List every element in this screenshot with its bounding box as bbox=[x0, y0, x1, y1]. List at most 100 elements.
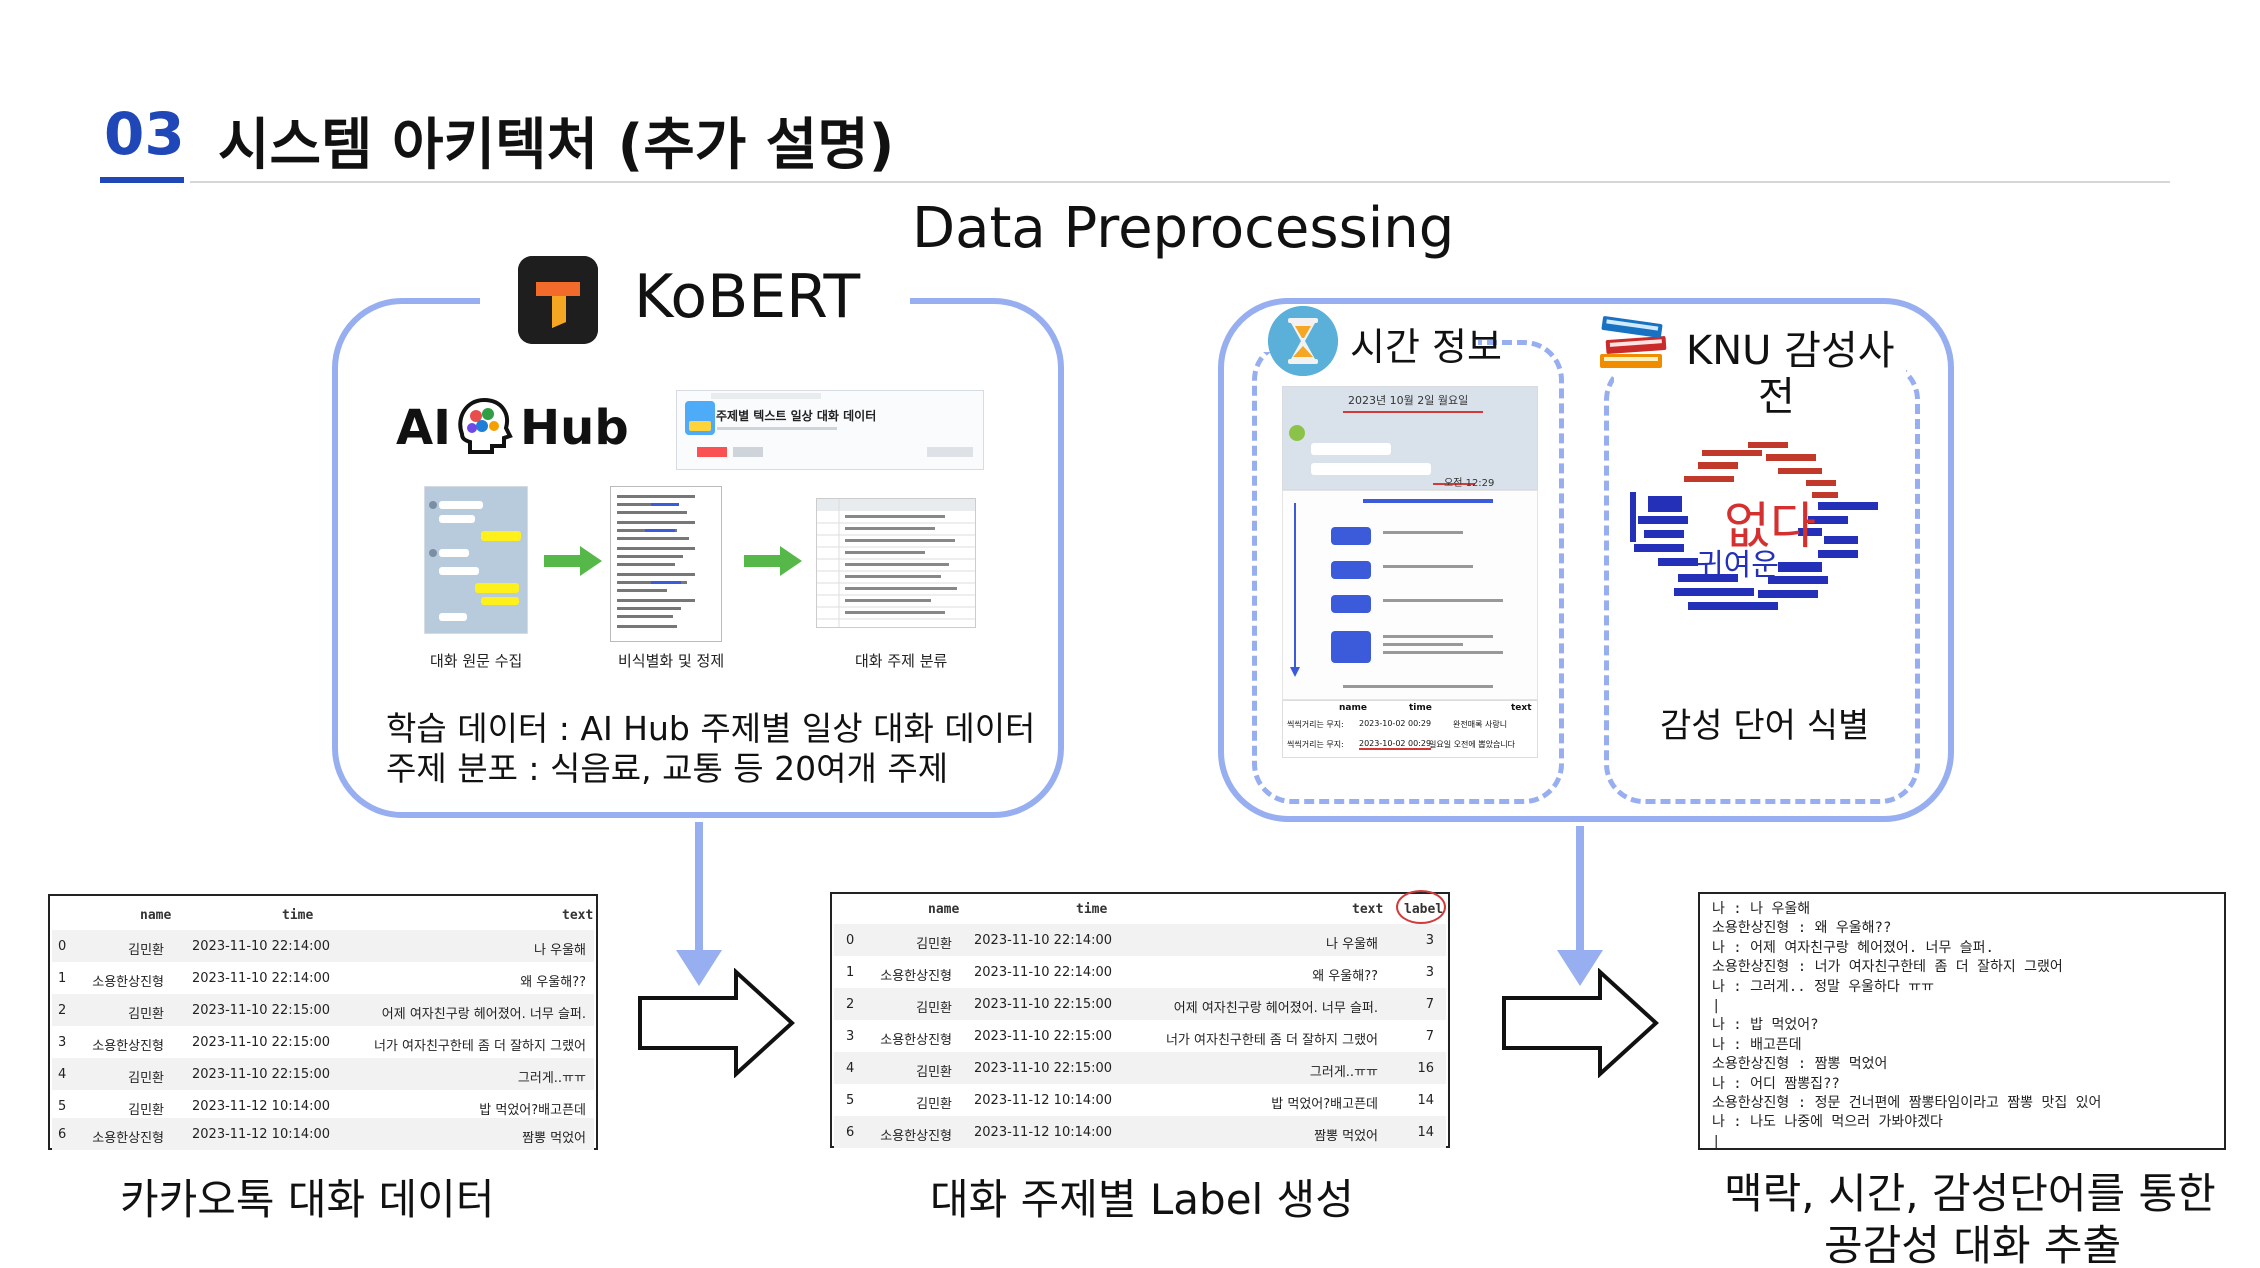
chat-line: 나 : 나도 나중에 먹으러 가봐야겠다 bbox=[1712, 1114, 1943, 1131]
row-text: 왜 우울해?? bbox=[1312, 969, 1378, 984]
row-index: 4 bbox=[846, 1061, 855, 1076]
row-index: 3 bbox=[846, 1029, 855, 1044]
row-time: 2023-11-12 10:14:00 bbox=[974, 1093, 1113, 1108]
row-text: 나 우울해 bbox=[1326, 937, 1378, 952]
chat-line: 나 : 밥 먹었어? bbox=[1712, 1017, 1819, 1034]
row-name: 김민환 bbox=[128, 1103, 164, 1118]
page-title: 시스템 아키텍처 (추가 설명) bbox=[218, 113, 895, 178]
table-row: 5 김민환 2023-11-12 10:14:00 밥 먹었어?배고픈데 14 bbox=[834, 1084, 1446, 1116]
step-arrow-1-icon bbox=[544, 546, 602, 576]
label-generation-caption: 대화 주제별 Label 생성 bbox=[930, 1175, 1354, 1224]
row-time: 2023-11-12 10:14:00 bbox=[974, 1125, 1113, 1140]
kobert-down-connector bbox=[695, 822, 703, 954]
datetime-module-screenshot bbox=[1282, 490, 1538, 700]
section-underline bbox=[100, 177, 184, 183]
row-text: 너가 여자친구한테 좀 더 잘하지 그랬어 bbox=[373, 1039, 586, 1054]
kakao-chat-screenshot bbox=[424, 486, 528, 634]
knu-label-line-2: 전 bbox=[1758, 374, 1795, 420]
time-knu-down-connector bbox=[1576, 826, 1584, 954]
kobert-label: KoBERT bbox=[634, 262, 861, 332]
chat-line: 나 : 배고픈데 bbox=[1712, 1036, 1802, 1053]
label-table-header-text: text bbox=[1352, 902, 1384, 917]
row-text: 왜 우울해?? bbox=[520, 975, 586, 990]
table-row: 4 김민환 2023-11-10 22:15:00 그러게..ㅠㅠ 16 bbox=[834, 1052, 1446, 1084]
row-text: 나 우울해 bbox=[534, 943, 586, 958]
flow-arrow-1-icon bbox=[638, 968, 795, 1078]
chat-line: 나 : 그러게.. 정말 우울하다 ㅠㅠ bbox=[1712, 978, 1934, 995]
row-name: 김민환 bbox=[128, 1071, 164, 1086]
row-text: 그러게..ㅠㅠ bbox=[517, 1071, 586, 1086]
aihub-page-title: 주제별 텍스트 일상 대화 데이터 bbox=[716, 409, 877, 423]
table-row: 3 소용한상진형 2023-11-10 22:15:00 너가 여자친구한테 좀… bbox=[834, 1020, 1446, 1052]
chat-line: 소용한상진형 : 짬뽕 먹었어 bbox=[1712, 1056, 1888, 1073]
row-index: 2 bbox=[846, 997, 855, 1012]
knu-caption: 감성 단어 식별 bbox=[1660, 706, 1870, 746]
table-row: 4 김민환 2023-11-10 22:15:00 그러게..ㅠㅠ bbox=[52, 1058, 594, 1090]
kakao-table-header-text: text bbox=[562, 908, 594, 923]
row-label: 3 bbox=[1425, 933, 1434, 948]
row-label: 7 bbox=[1425, 997, 1434, 1012]
row-name: 소용한상진형 bbox=[880, 969, 952, 984]
diagram-title: Data Preprocessing bbox=[912, 196, 1455, 261]
time-knu-down-arrowhead-icon bbox=[1557, 950, 1603, 986]
row-time: 2023-11-10 22:15:00 bbox=[192, 1003, 331, 1018]
chat-line: | bbox=[1712, 1133, 1721, 1150]
time-table-screenshot: name time text 씩씩거리는 무지: 2023-10-02 00:2… bbox=[1282, 700, 1538, 758]
row-name: 김민환 bbox=[916, 937, 952, 952]
label-column-highlight bbox=[1396, 890, 1446, 924]
hourglass-icon bbox=[1268, 306, 1338, 376]
row-name: 소용한상진형 bbox=[92, 1039, 164, 1054]
row-time: 2023-11-12 10:14:00 bbox=[192, 1127, 331, 1142]
time-table-header-name: name bbox=[1339, 703, 1367, 713]
topic-distribution-description: 주제 분포 : 식음료, 교통 등 20여개 주제 bbox=[386, 749, 949, 788]
row-name: 소용한상진형 bbox=[92, 1131, 164, 1146]
chat-line: 나 : 나 우울해 bbox=[1712, 901, 1811, 917]
row-index: 6 bbox=[58, 1127, 67, 1142]
row-index: 5 bbox=[58, 1099, 67, 1114]
empathy-dialogue-output: 나 : 나 우울해 소용한상진형 : 왜 우울해?? 나 : 어제 여자친구랑 … bbox=[1698, 892, 2226, 1150]
step-caption-topic: 대화 주제 분류 bbox=[855, 652, 948, 670]
table-row: 2 김민환 2023-11-10 22:15:00 어제 여자친구랑 헤어졌어.… bbox=[52, 994, 594, 1026]
row-time: 2023-11-10 22:15:00 bbox=[974, 1061, 1113, 1076]
books-icon bbox=[1600, 316, 1667, 368]
chat-line: 나 : 어디 짬뽕집?? bbox=[1712, 1075, 1840, 1092]
step-caption-collect: 대화 원문 수집 bbox=[430, 652, 523, 670]
chat-line: | bbox=[1712, 997, 1721, 1014]
time-table-row-1-time: 2023-10-02 00:29 bbox=[1359, 739, 1432, 750]
row-label: 7 bbox=[1425, 1029, 1434, 1044]
time-info-label: 시간 정보 bbox=[1350, 325, 1502, 369]
row-time: 2023-11-10 22:15:00 bbox=[974, 1029, 1113, 1044]
wordcloud-top-word: 없다 bbox=[1724, 497, 1816, 555]
sentiment-wordcloud bbox=[1630, 442, 1878, 610]
deidentified-text-screenshot bbox=[610, 486, 722, 642]
row-index: 3 bbox=[58, 1035, 67, 1050]
row-index: 5 bbox=[846, 1093, 855, 1108]
row-index: 6 bbox=[846, 1125, 855, 1140]
row-index: 2 bbox=[58, 1003, 67, 1018]
table-row: 2 김민환 2023-11-10 22:15:00 어제 여자친구랑 헤어졌어.… bbox=[834, 988, 1446, 1020]
training-data-description: 학습 데이터 : AI Hub 주제별 일상 대화 데이터 bbox=[386, 709, 1036, 748]
row-label: 14 bbox=[1417, 1093, 1434, 1108]
row-index: 4 bbox=[58, 1067, 67, 1082]
row-name: 김민환 bbox=[916, 1097, 952, 1112]
row-text: 밥 먹었어?배고픈데 bbox=[1271, 1097, 1378, 1112]
step-caption-deidentify: 비식별화 및 정제 bbox=[618, 652, 725, 670]
time-table-row-1-text: 일요일 오전에 뽑았습니다 bbox=[1429, 740, 1516, 749]
row-name: 소용한상진형 bbox=[92, 975, 164, 990]
row-time: 2023-11-10 22:15:00 bbox=[974, 997, 1113, 1012]
row-name: 소용한상진형 bbox=[880, 1033, 952, 1048]
row-text: 짬뽕 먹었어 bbox=[522, 1131, 586, 1146]
table-row: 5 김민환 2023-11-12 10:14:00 밥 먹었어?배고픈데 bbox=[52, 1090, 594, 1122]
chat-line: 나 : 어제 여자친구랑 헤어졌어. 너무 슬퍼. bbox=[1712, 939, 1994, 956]
flow-arrow-2-icon bbox=[1502, 968, 1659, 1078]
knu-label-line-1: KNU 감성사 bbox=[1686, 328, 1895, 374]
section-number: 03 bbox=[104, 100, 185, 168]
aihub-logo-ai: AI bbox=[396, 400, 452, 456]
header-divider bbox=[190, 181, 2170, 183]
extraction-caption-line-1: 맥락, 시간, 감성단어를 통한 bbox=[1724, 1169, 2216, 1218]
kobert-logo-icon bbox=[518, 256, 598, 344]
table-row: 1 소용한상진형 2023-11-10 22:14:00 왜 우울해?? bbox=[52, 962, 594, 994]
row-name: 김민환 bbox=[916, 1065, 952, 1080]
row-text: 밥 먹었어?배고픈데 bbox=[479, 1103, 586, 1118]
label-table-header-time: time bbox=[1076, 902, 1108, 917]
